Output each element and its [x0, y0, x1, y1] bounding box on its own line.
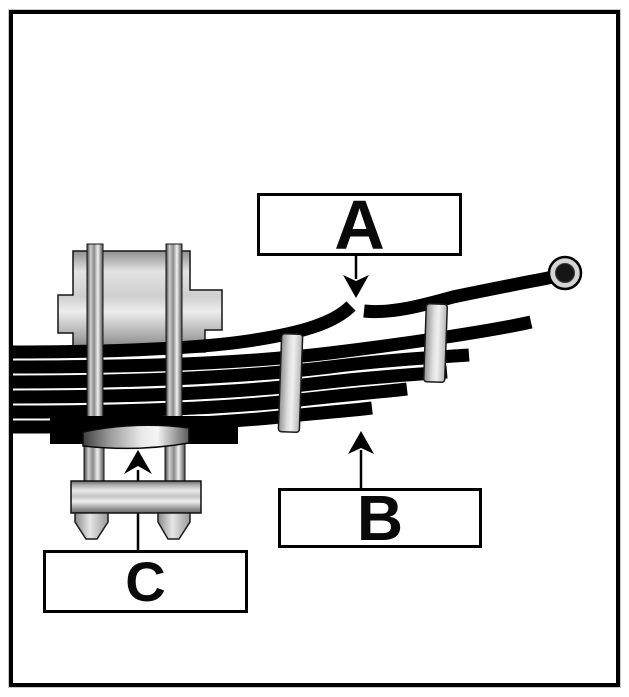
- spring-eye-icon: [547, 255, 583, 291]
- spring-seat: [82, 424, 190, 450]
- u-bolt-plate: [70, 480, 202, 514]
- callout-c-arrowhead: [124, 450, 152, 474]
- callout-a-box: A: [257, 190, 462, 260]
- leaf-clip-right: [422, 303, 449, 384]
- u-bolt-right-tip: [157, 512, 191, 540]
- callout-c-label: C: [125, 549, 166, 613]
- callout-b-arrowhead: [348, 431, 374, 454]
- callout-a-label: A: [334, 185, 385, 264]
- main-leaf-right-broken-end: [363, 270, 555, 319]
- u-bolt-left-tip: [74, 512, 109, 540]
- callout-a-arrowhead: [343, 275, 369, 298]
- axle: [57, 250, 223, 353]
- callout-b-label: B: [356, 482, 404, 554]
- main-leaf-left-broken-end: [11, 301, 356, 359]
- callout-b-box: B: [278, 482, 482, 554]
- leaf-clip-middle: [277, 333, 304, 434]
- broken-main-leaf: [11, 270, 555, 359]
- u-bolt-right-leg: [165, 243, 183, 435]
- u-bolt-left-leg: [86, 243, 104, 435]
- callout-c-box: C: [43, 550, 248, 613]
